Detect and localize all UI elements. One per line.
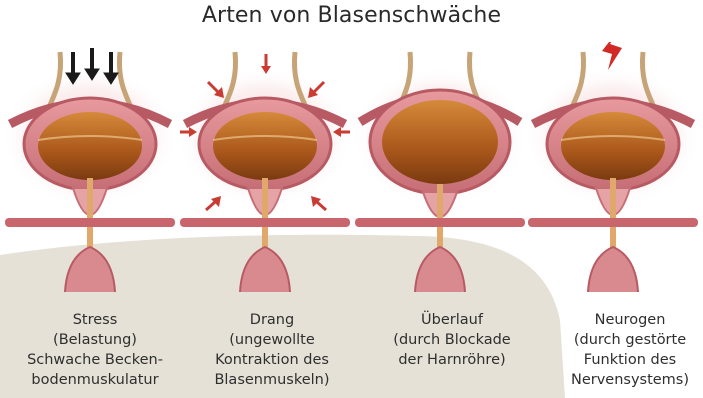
bladder-illustration-ueberlauf xyxy=(355,42,525,292)
caption-line: Drang xyxy=(187,310,357,330)
nerve-lightning-icon xyxy=(602,42,622,70)
caption-line: Überlauf xyxy=(367,310,537,330)
caption-line: (ungewollte xyxy=(187,330,357,350)
caption-line: Nervensystems) xyxy=(545,370,703,390)
bladder-illustration-drang xyxy=(180,42,350,292)
caption-ueberlauf: Überlauf (durch Blockade der Harnröhre) xyxy=(367,310,537,370)
caption-line: Kontraktion des xyxy=(187,350,357,370)
caption-line: (durch Blockade xyxy=(367,330,537,350)
caption-neurogen: Neurogen (durch gestörte Funktion des Ne… xyxy=(545,310,703,390)
downward-pressure-arrows-icon xyxy=(66,48,118,84)
caption-line: Funktion des xyxy=(545,350,703,370)
caption-stress: Stress (Belastung) Schwache Becken- bode… xyxy=(10,310,180,390)
caption-line: Neurogen xyxy=(545,310,703,330)
diagram-title: Arten von Blasenschwäche xyxy=(0,3,703,28)
caption-line: bodenmuskulatur xyxy=(10,370,180,390)
bladder-illustration-neurogen xyxy=(528,42,698,292)
caption-line: Stress xyxy=(10,310,180,330)
caption-line: Blasenmuskeln) xyxy=(187,370,357,390)
caption-drang: Drang (ungewollte Kontraktion des Blasen… xyxy=(187,310,357,390)
caption-line: (durch gestörte xyxy=(545,330,703,350)
caption-line: (Belastung) xyxy=(10,330,180,350)
caption-line: der Harnröhre) xyxy=(367,350,537,370)
bladder-illustration-stress xyxy=(5,42,175,292)
caption-line: Schwache Becken- xyxy=(10,350,180,370)
